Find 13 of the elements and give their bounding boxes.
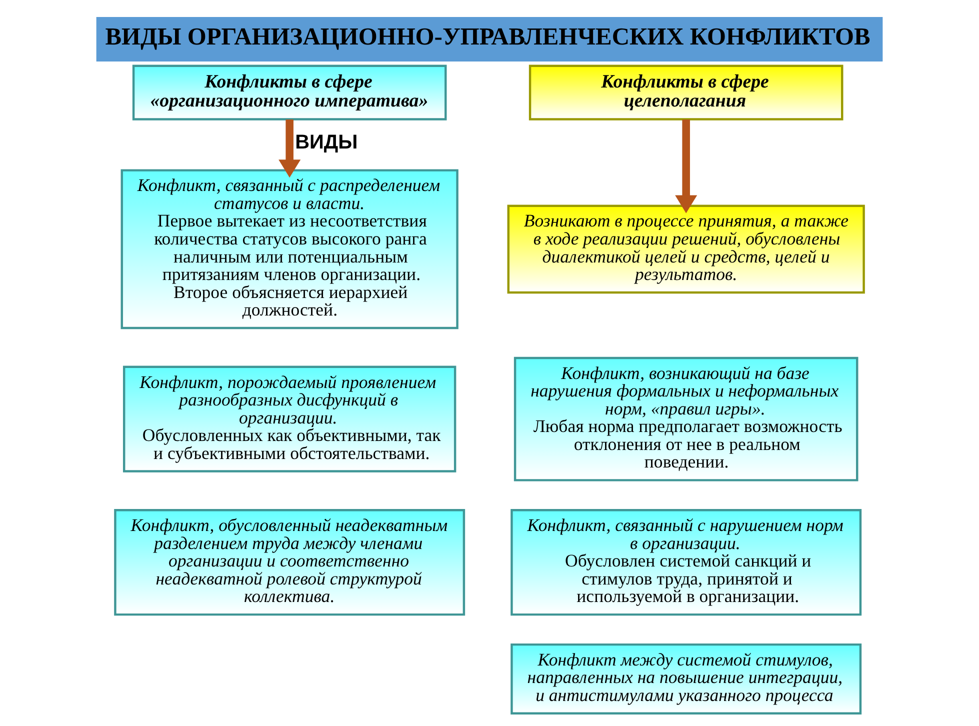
diagram-title: ВИДЫ ОРГАНИЗАЦИОННО-УПРАВЛЕНЧЕСКИХ КОНФЛИКТОВ [105,23,870,50]
node-box: Конфликт между системой стимулов, направленных на повышение интеграции, и антистимулами указанного процесса [510,643,862,715]
node-box: Конфликт, связанный с нарушением норм в организации. Обусловлен системой санкций и стимулов труда, принятой и используемой в организации. [510,509,862,616]
arrow [675,120,698,214]
node-box: Конфликт, связанный с распределением статусов и власти. Первое вытекает из несоответствия количества статусов высокого ранга наличным или потенциальным притязаниям членов организации. Второе объясняется иерархией должностей. [120,169,458,330]
node-box: Конфликты в сфере «организационного императива» [132,64,447,120]
node-box: Возникают в процессе принятия, а также в ходе реализации решений, обусловлены диалектикой целей и средств, целей и результатов. [507,204,865,294]
arrow [278,120,301,178]
node-box: Конфликт, обусловленный неадекватным разделением труда между членами организации и соответственно неадекватной ролевой структурой коллектива. [114,509,466,616]
edge-label: ВИДЫ [295,132,358,154]
node-box: Конфликт, возникающий на базе нарушения формальных и неформальных норм, «правил игры». Любая норма предполагает возможность отклонения от нее в реальном поведении. [514,356,858,482]
node-box: Конфликты в сфере целеполагания [528,64,844,120]
node-box: Конфликт, порождаемый проявлением разнообразных дисфункций в организации. Обусловленных как объективными, так и субъективными обстоятельствами. [122,366,456,472]
